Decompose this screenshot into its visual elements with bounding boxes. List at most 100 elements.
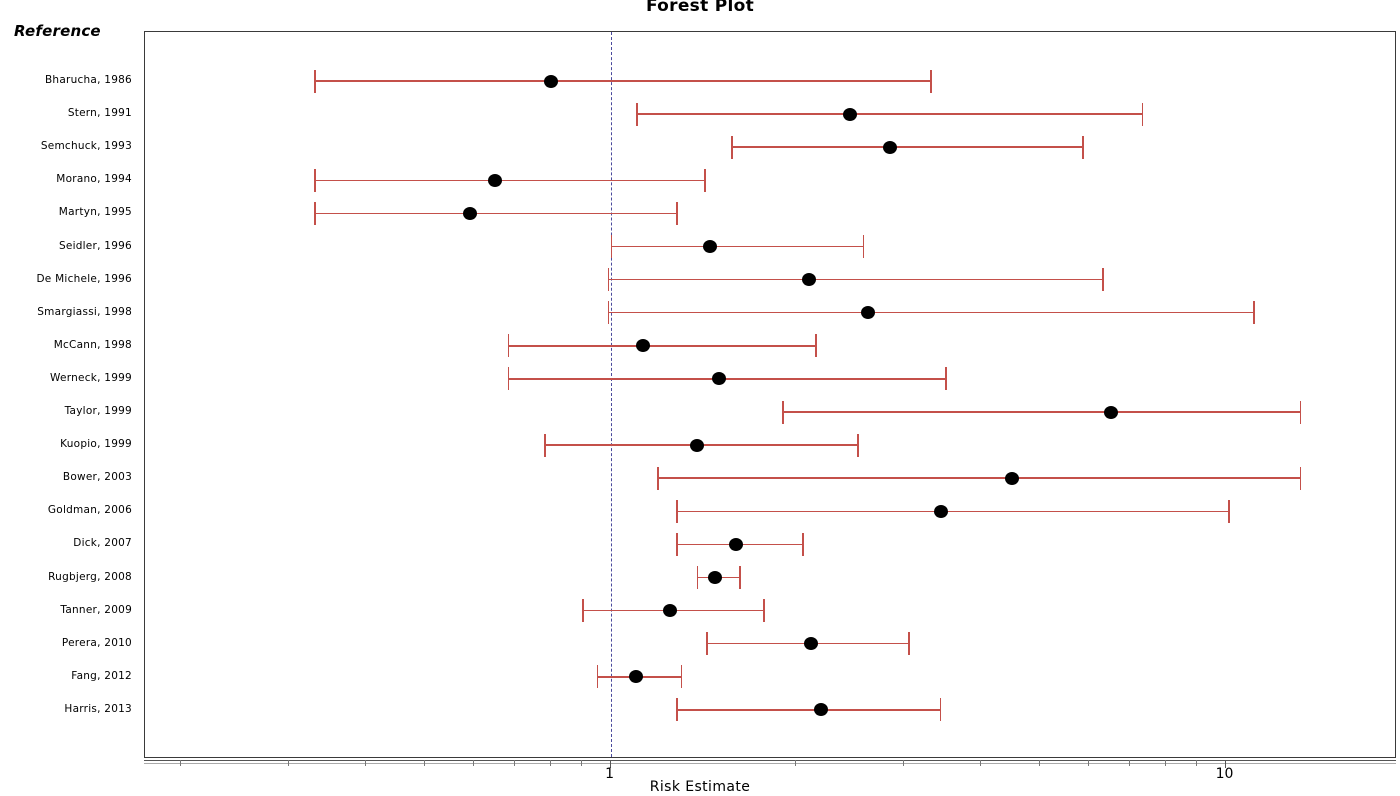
reference-label: Harris, 2013 — [64, 702, 132, 715]
confidence-interval-cap-upper — [1102, 268, 1104, 292]
confidence-interval-cap-lower — [636, 102, 638, 126]
confidence-interval-cap-lower — [657, 466, 659, 490]
confidence-interval-cap-lower — [781, 400, 784, 424]
point-estimate-marker — [711, 372, 726, 386]
x-tick-minor — [514, 760, 516, 766]
point-estimate-marker — [702, 240, 717, 253]
reference-label: Dick, 2007 — [73, 537, 132, 550]
x-tick-minor — [979, 760, 981, 766]
confidence-interval-line — [731, 146, 1083, 148]
point-estimate-marker — [629, 670, 643, 684]
confidence-interval-line — [607, 278, 1103, 281]
reference-label: Martyn, 1995 — [58, 206, 132, 219]
reference-label: Morano, 1994 — [56, 173, 132, 186]
x-tick-major — [609, 760, 611, 768]
confidence-interval-line — [636, 113, 1142, 115]
confidence-interval-cap-upper — [857, 433, 859, 457]
confidence-interval-cap-upper — [945, 367, 947, 391]
confidence-interval-cap-upper — [930, 69, 932, 93]
confidence-interval-cap-upper — [939, 698, 942, 722]
point-estimate-marker — [636, 339, 651, 353]
confidence-interval-cap-lower — [544, 433, 546, 457]
confidence-interval-cap-lower — [314, 69, 317, 93]
point-estimate-marker — [488, 173, 503, 187]
x-tick-minor — [364, 760, 366, 766]
x-tick-minor — [1129, 760, 1131, 766]
reference-label: McCann, 1998 — [53, 338, 132, 351]
confidence-interval-cap-lower — [582, 599, 584, 623]
x-tick-minor — [1196, 760, 1198, 766]
confidence-interval-line — [781, 411, 1300, 413]
point-estimate-marker — [883, 140, 898, 154]
confidence-interval-cap-upper — [704, 168, 706, 192]
confidence-interval-line — [314, 80, 931, 82]
confidence-interval-cap-upper — [1141, 102, 1144, 126]
confidence-interval-cap-lower — [507, 367, 510, 391]
point-estimate-marker — [860, 306, 875, 320]
point-estimate-marker — [689, 438, 704, 452]
confidence-interval-line — [314, 179, 705, 182]
confidence-interval-cap-lower — [610, 235, 613, 258]
confidence-interval-cap-upper — [862, 235, 865, 258]
reference-label: Werneck, 1999 — [50, 371, 132, 384]
confidence-interval-cap-upper — [1299, 400, 1302, 424]
reference-label: Smargiassi, 1998 — [37, 305, 132, 318]
reference-label: Seidler, 1996 — [58, 239, 132, 252]
point-estimate-marker — [708, 571, 723, 584]
confidence-interval-cap-lower — [314, 201, 317, 225]
confidence-interval-cap-upper — [763, 599, 765, 623]
confidence-interval-cap-upper — [1299, 466, 1302, 490]
confidence-interval-line — [507, 345, 815, 347]
x-tick-minor — [581, 760, 583, 766]
null-reference-line — [610, 32, 612, 757]
x-tick-label: 10 — [1215, 766, 1234, 782]
confidence-interval-cap-lower — [314, 168, 317, 192]
confidence-interval-line — [314, 212, 677, 215]
confidence-interval-cap-lower — [596, 665, 599, 689]
x-tick-minor — [902, 760, 904, 766]
x-tick-minor — [424, 760, 426, 766]
confidence-interval-line — [657, 477, 1300, 479]
reference-label: Taylor, 1999 — [64, 405, 132, 417]
page-title: Forest Plot — [645, 0, 755, 16]
confidence-interval-line — [676, 510, 1229, 513]
x-tick-minor — [1088, 760, 1090, 766]
x-tick-minor — [473, 760, 475, 766]
confidence-interval-cap-upper — [1228, 499, 1230, 523]
reference-label: Rugbjerg, 2008 — [48, 570, 132, 583]
confidence-interval-cap-lower — [676, 532, 679, 556]
confidence-interval-cap-lower — [607, 301, 610, 325]
x-tick-minor — [794, 760, 796, 766]
point-estimate-marker — [804, 637, 819, 651]
point-estimate-marker — [934, 504, 949, 518]
x-tick-minor — [549, 760, 551, 766]
confidence-interval-cap-lower — [731, 135, 733, 159]
reference-label: Tanner, 2009 — [60, 603, 132, 616]
point-estimate-marker — [801, 273, 816, 287]
confidence-interval-cap-upper — [680, 665, 683, 689]
point-estimate-marker — [462, 206, 477, 220]
confidence-interval-cap-lower — [706, 632, 708, 656]
reference-label: Perera, 2010 — [61, 636, 132, 649]
x-tick-minor — [287, 760, 289, 766]
confidence-interval-cap-upper — [814, 334, 817, 358]
reference-label: Stern, 1991 — [67, 107, 132, 120]
x-tick-minor — [1164, 760, 1166, 766]
x-tick-minor — [1039, 760, 1041, 766]
confidence-interval-cap-lower — [607, 268, 610, 292]
x-tick-major — [1224, 760, 1226, 768]
point-estimate-marker — [814, 703, 829, 717]
confidence-interval-cap-lower — [507, 334, 510, 358]
x-axis-label: Risk Estimate — [649, 779, 751, 795]
reference-label: Goldman, 2006 — [47, 504, 132, 517]
confidence-interval-cap-lower — [676, 698, 679, 722]
confidence-interval-line — [607, 311, 1254, 314]
confidence-interval-cap-lower — [696, 566, 699, 589]
confidence-interval-line — [507, 378, 946, 380]
reference-label: Semchuck, 1993 — [40, 140, 132, 153]
point-estimate-marker — [1005, 471, 1020, 485]
point-estimate-marker — [729, 537, 744, 551]
x-axis — [144, 760, 1396, 764]
